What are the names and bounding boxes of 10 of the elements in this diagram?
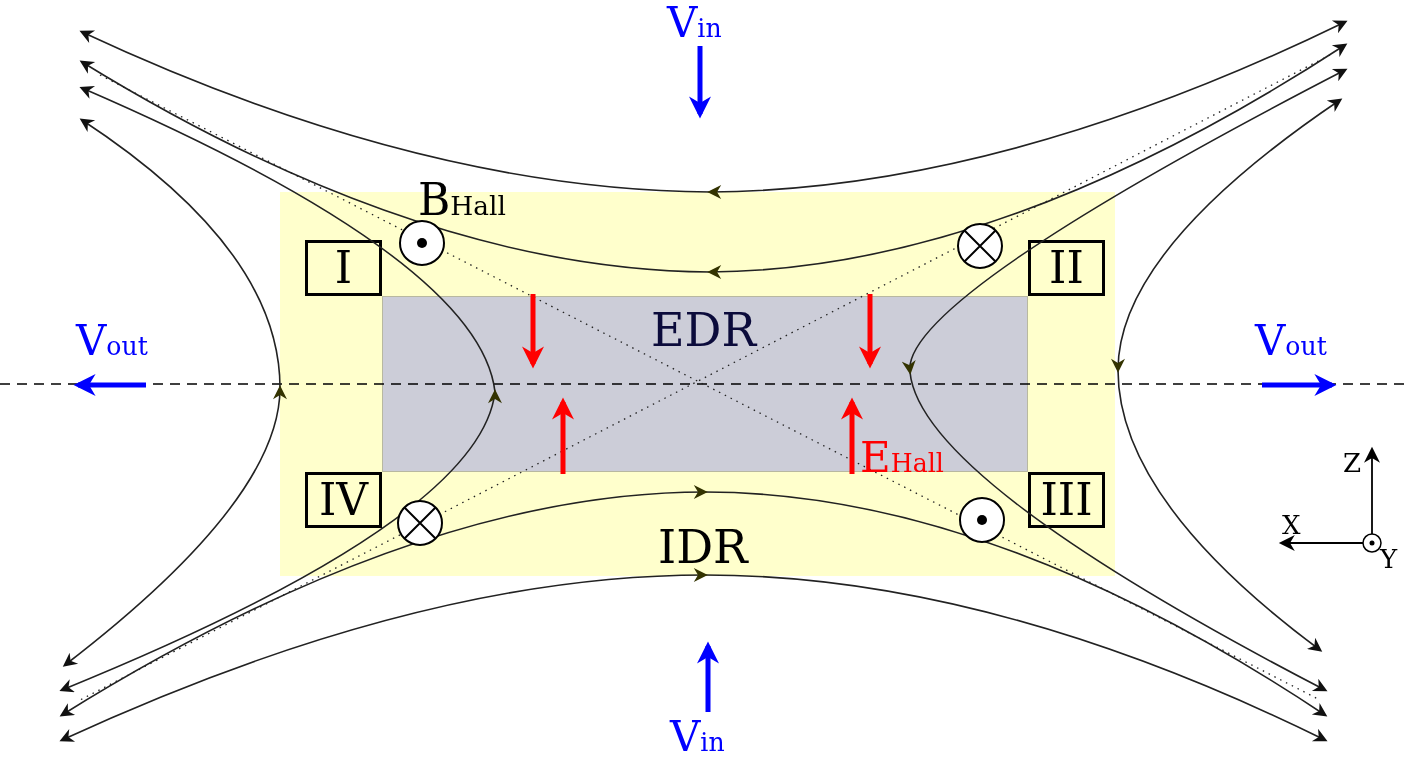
region-label: IDR xyxy=(658,524,748,570)
region-label: EDR xyxy=(651,307,757,353)
quadrant-label: I xyxy=(305,240,382,296)
quadrant-label: IV xyxy=(305,472,382,528)
axis-label: X xyxy=(1282,512,1301,538)
quadrant-label: II xyxy=(1028,240,1105,296)
quadrant-label: III xyxy=(1028,472,1105,528)
electron-diffusion-region xyxy=(382,296,1028,472)
axis-label: Y xyxy=(1380,546,1398,572)
axis-label: Z xyxy=(1343,450,1362,476)
